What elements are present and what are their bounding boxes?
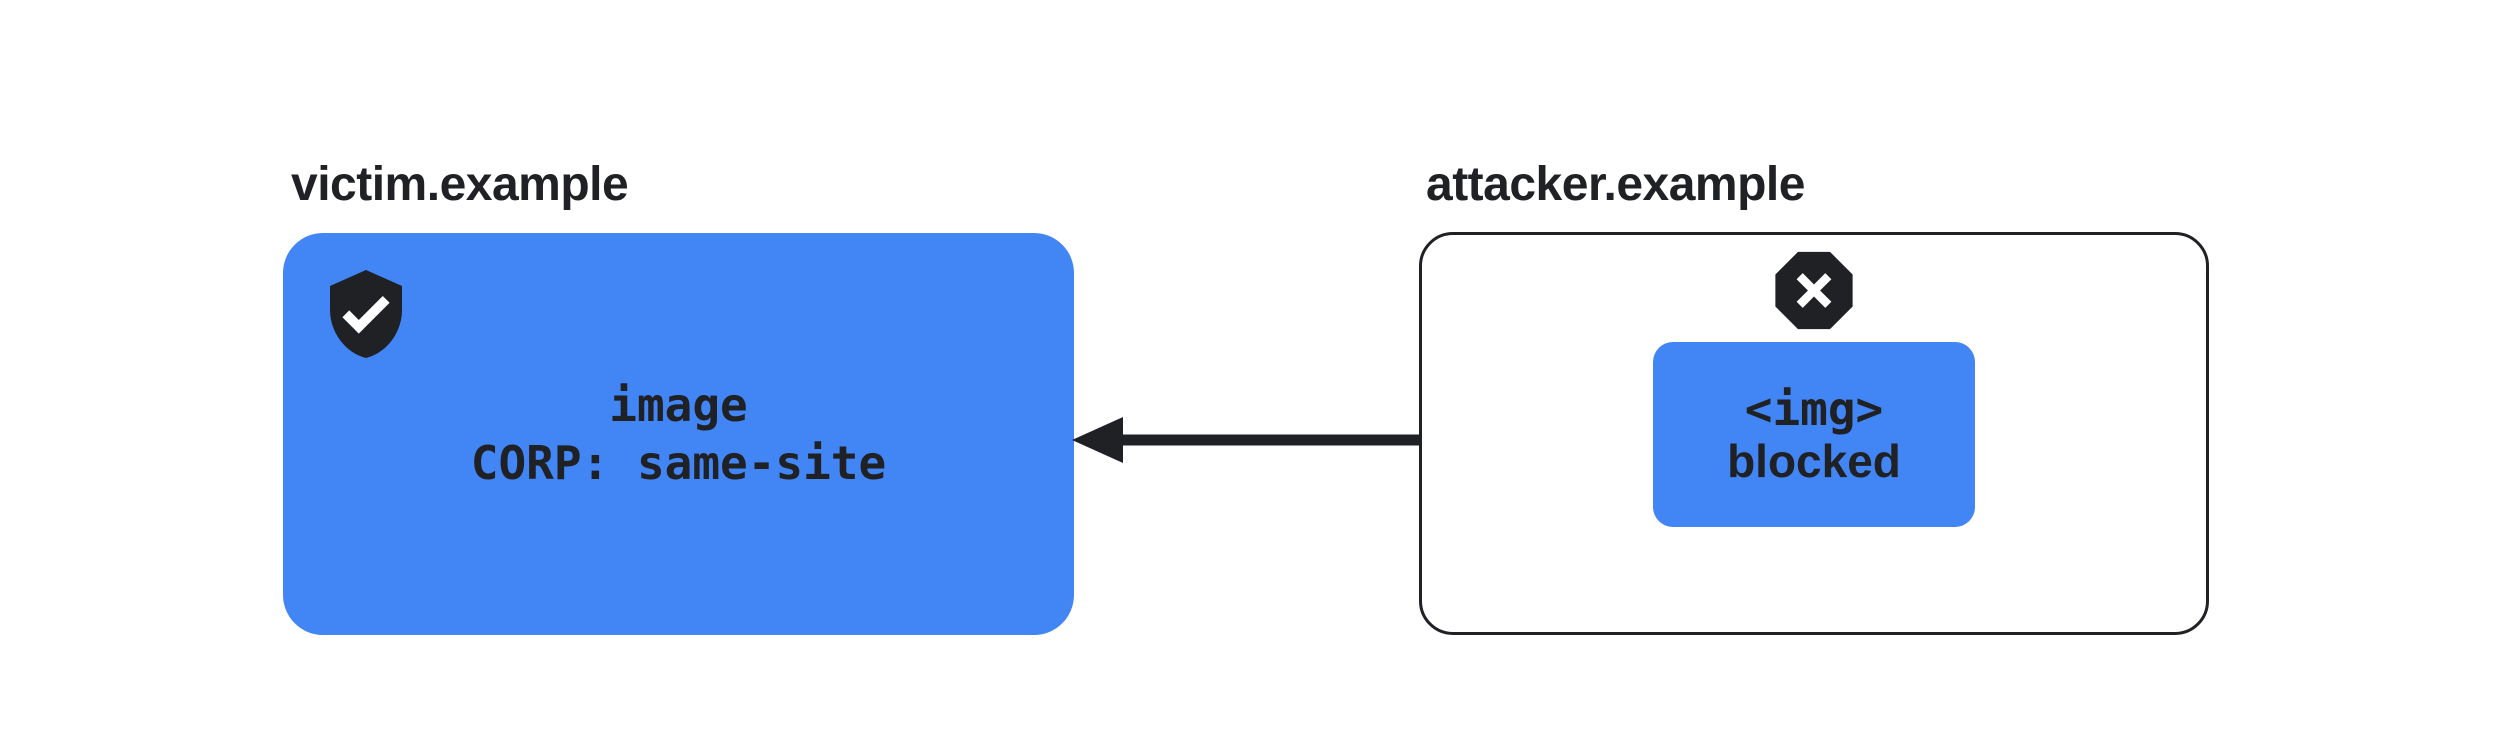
attacker-origin-box: <img> blocked (1419, 232, 2209, 635)
victim-resource-box: image CORP: same-site (283, 233, 1074, 635)
shield-check-icon (318, 266, 414, 367)
victim-domain-label: victim.example (291, 158, 629, 211)
img-tag-text: <img> (1744, 381, 1884, 436)
img-request-box: <img> blocked (1653, 342, 1975, 527)
corp-header-text: CORP: same-site (470, 436, 887, 490)
resource-type-text: image (609, 378, 748, 432)
attacker-domain-label: attacker.example (1426, 158, 1805, 211)
blocked-text: blocked (1727, 434, 1901, 487)
octagon-x-icon (1763, 239, 1866, 347)
